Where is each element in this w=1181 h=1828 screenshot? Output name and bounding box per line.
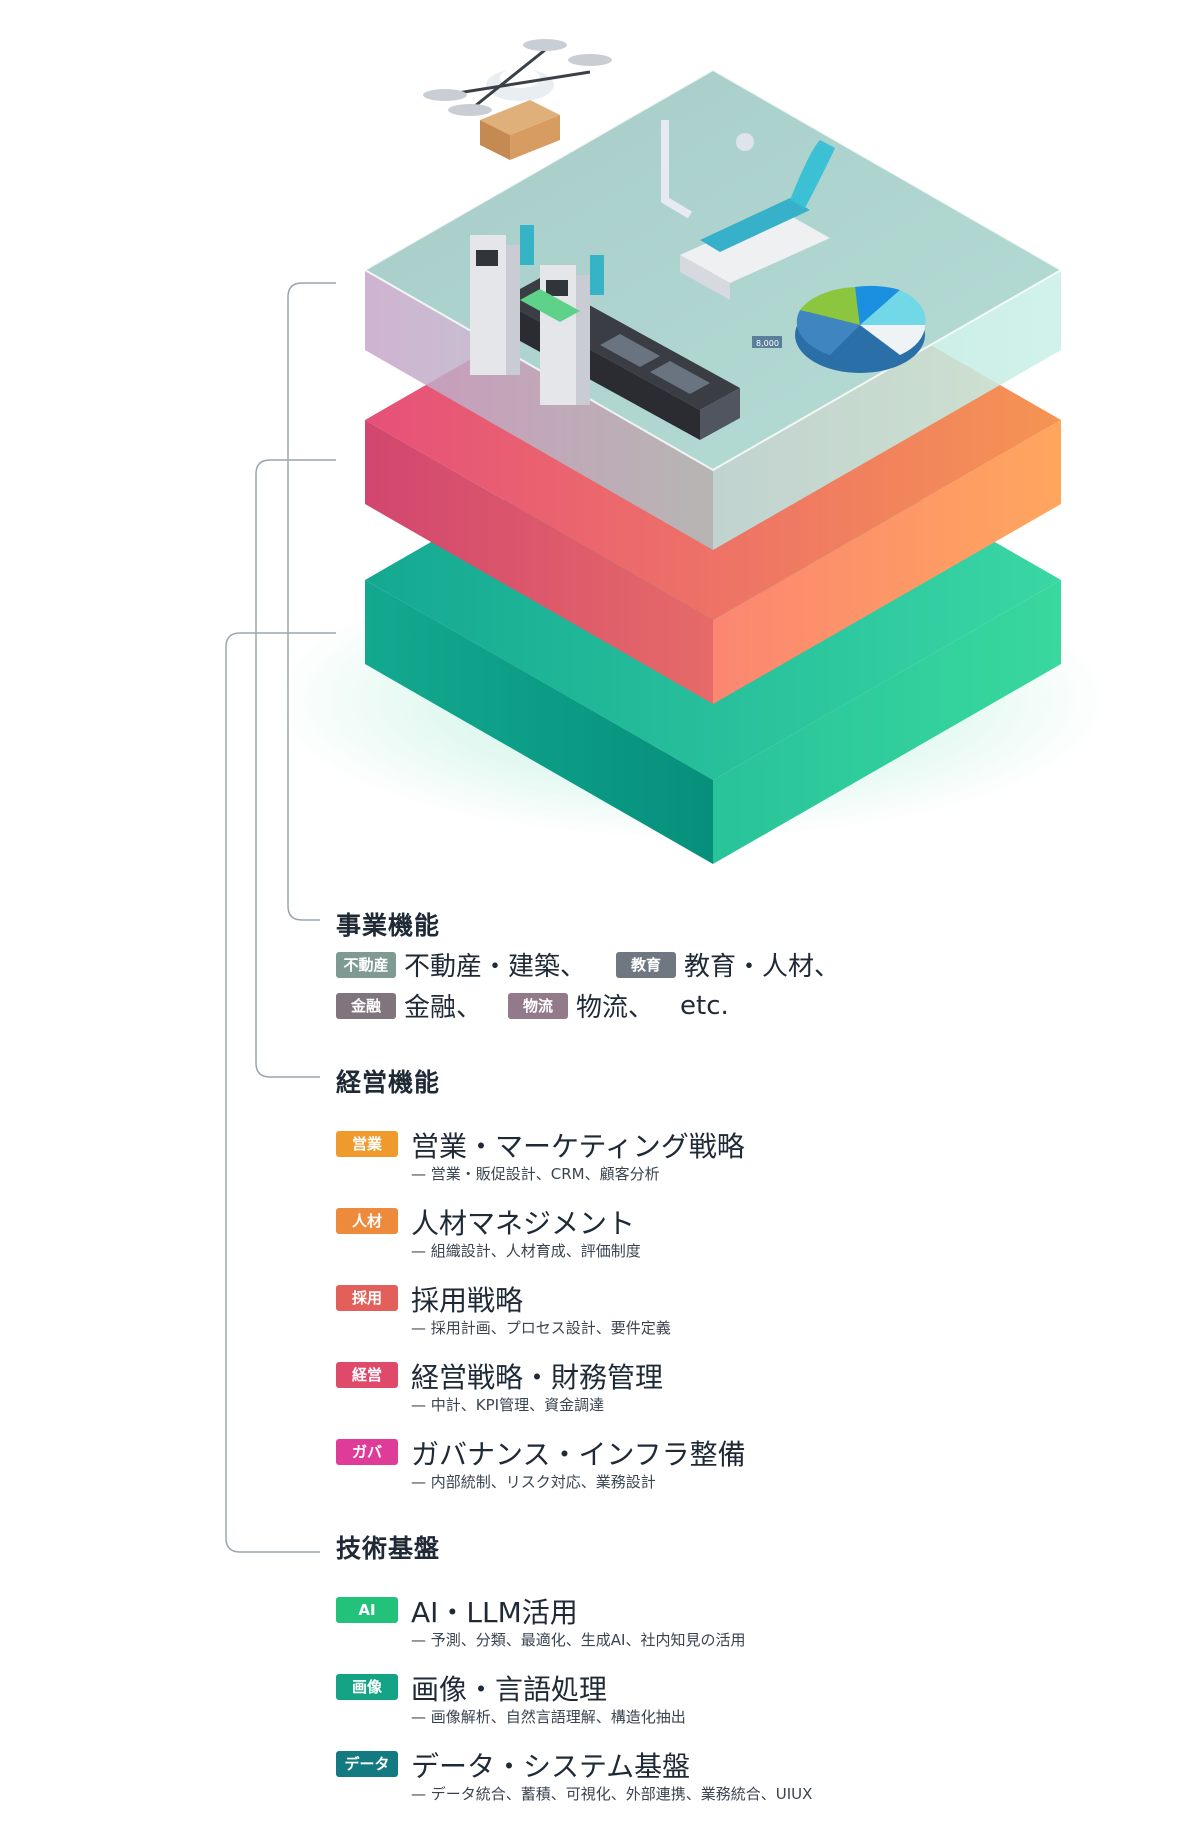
dental-chair-icon	[661, 120, 835, 300]
business-section: 事業機能 不動産 不動産・建築、 教育 教育・人材、 金融 金融、 物流 物流、…	[336, 906, 840, 1023]
business-item-text: 教育・人材、	[684, 952, 841, 982]
tag-hr: 人材	[336, 1208, 398, 1234]
management-section: 経営機能 営業 営業・マーケティング戦略 — 営業・販促設計、CRM、顧客分析 …	[336, 1063, 746, 1491]
business-item-logistics: 物流 物流、	[508, 987, 654, 1024]
tag-sales: 営業	[336, 1131, 398, 1157]
business-row-1: 不動産 不動産・建築、 教育 教育・人材、	[336, 946, 866, 983]
business-row-2: 金融 金融、 物流 物流、 etc.	[336, 987, 729, 1024]
business-item-text: 金融、	[404, 993, 483, 1023]
management-section-title: 経営機能	[336, 1068, 441, 1097]
business-item-text: 物流、	[576, 993, 655, 1023]
business-item-finance: 金融 金融、	[336, 987, 482, 1024]
tag-image: 画像	[336, 1674, 398, 1700]
business-section-title: 事業機能	[336, 911, 441, 940]
layer-stack-illustration: 8,000	[270, 39, 1110, 864]
item-subtitle: — 予測、分類、最適化、生成AI、社内知見の活用	[411, 1631, 746, 1649]
tech-section: 技術基盤 AI AI・LLM活用 — 予測、分類、最適化、生成AI、社内知見の活…	[336, 1529, 812, 1803]
chart-card-label: 8,000	[756, 339, 779, 348]
tag-recruiting: 採用	[336, 1285, 398, 1311]
drone-icon	[423, 39, 612, 160]
item-title: データ・システム基盤	[411, 1750, 691, 1783]
item-title: 画像・言語処理	[411, 1673, 608, 1706]
tag-finance: 金融	[336, 992, 396, 1019]
business-item-education: 教育 教育・人材、	[616, 946, 840, 983]
chart-card	[752, 336, 782, 348]
item-subtitle: — 中計、KPI管理、資金調達	[411, 1396, 605, 1414]
factory-line-icon	[470, 225, 740, 440]
item-title: AI・LLM活用	[411, 1596, 578, 1629]
item-title: 人材マネジメント	[411, 1207, 636, 1240]
business-item-real-estate: 不動産 不動産・建築、	[336, 946, 586, 983]
tag-logistics: 物流	[508, 992, 569, 1019]
item-subtitle: — データ統合、蓄積、可視化、外部連携、業務統合、UIUX	[411, 1785, 813, 1803]
item-title: 営業・マーケティング戦略	[411, 1130, 745, 1163]
item-title: 採用戦略	[411, 1284, 524, 1317]
business-etc: etc.	[680, 990, 729, 1021]
tag-data: データ	[336, 1751, 398, 1777]
item-subtitle: — 内部統制、リスク対応、業務設計	[411, 1473, 656, 1491]
tech-section-title: 技術基盤	[336, 1534, 441, 1563]
item-title: ガバナンス・インフラ整備	[411, 1438, 746, 1471]
tag-governance: ガバ	[336, 1439, 398, 1465]
business-item-text: 不動産・建築、	[404, 952, 587, 982]
tag-ai: AI	[336, 1597, 398, 1623]
item-subtitle: — 組織設計、人材育成、評価制度	[411, 1242, 641, 1260]
tag-strategy: 経営	[336, 1362, 398, 1388]
tag-education: 教育	[616, 951, 677, 978]
item-title: 経営戦略・財務管理	[411, 1361, 664, 1394]
tag-real-estate: 不動産	[336, 951, 396, 978]
item-subtitle: — 採用計画、プロセス設計、要件定義	[411, 1319, 671, 1337]
pie-chart-icon: 8,000	[752, 285, 926, 373]
item-subtitle: — 営業・販促設計、CRM、顧客分析	[411, 1165, 660, 1183]
item-subtitle: — 画像解析、自然言語理解、構造化抽出	[411, 1708, 686, 1726]
